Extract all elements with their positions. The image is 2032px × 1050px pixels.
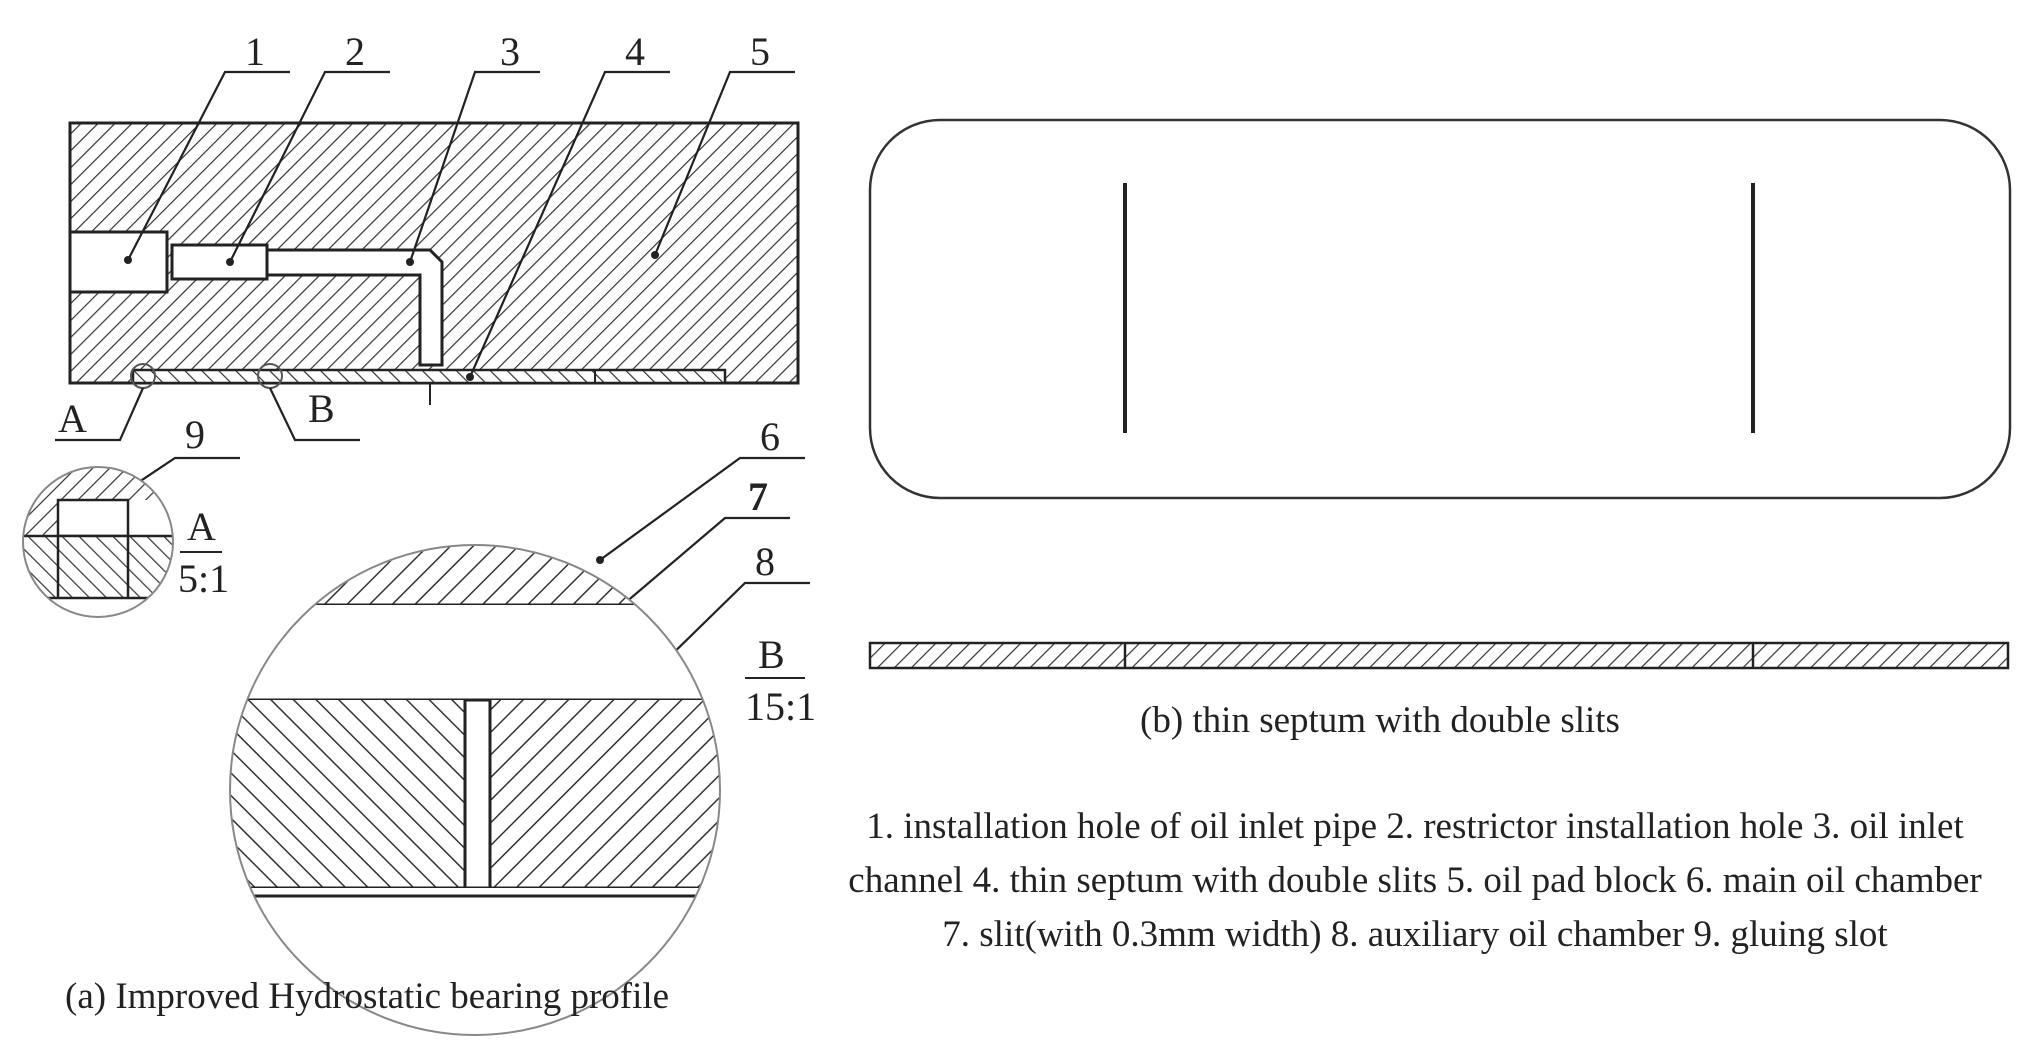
detail-a-title: A <box>187 504 216 549</box>
callout-2: 2 <box>345 29 365 74</box>
oil-inlet-channel <box>265 248 444 367</box>
detail-a-scale: 5:1 <box>178 556 229 601</box>
detail-a-letter: A <box>58 396 87 441</box>
auxiliary-oil-chamber <box>230 888 720 896</box>
callout-4: 4 <box>625 29 645 74</box>
septum-side-view <box>868 641 2010 670</box>
thin-septum <box>131 368 727 385</box>
callout-6: 6 <box>760 414 780 459</box>
figure-a-caption: (a) Improved Hydrostatic bearing profile <box>65 976 669 1017</box>
main-oil-chamber <box>230 605 720 700</box>
installation-hole <box>68 230 169 294</box>
restrictor-hole <box>170 243 269 281</box>
detail-b-title: B <box>758 632 785 677</box>
callout-1: 1 <box>245 29 265 74</box>
legend-text: 1. installation hole of oil inlet pipe 2… <box>848 806 1982 955</box>
bearing-cross-section <box>68 121 800 405</box>
callout-9: 9 <box>185 412 205 457</box>
detail-b-view: B 15:1 <box>229 544 816 1036</box>
callout-7: 7 <box>748 474 768 519</box>
detail-b-scale: 15:1 <box>745 684 816 729</box>
callout-5: 5 <box>750 29 770 74</box>
detail-b-letter: B <box>308 386 335 431</box>
septum-top-view <box>868 118 2012 500</box>
slit <box>463 698 492 890</box>
callout-8: 8 <box>755 539 775 584</box>
figure-b-caption: (b) thin septum with double slits <box>1140 700 1620 741</box>
callout-leaders <box>55 70 810 796</box>
gluing-slot <box>56 498 130 538</box>
callout-3: 3 <box>500 29 520 74</box>
detail-a-view: A 5:1 <box>22 466 229 618</box>
